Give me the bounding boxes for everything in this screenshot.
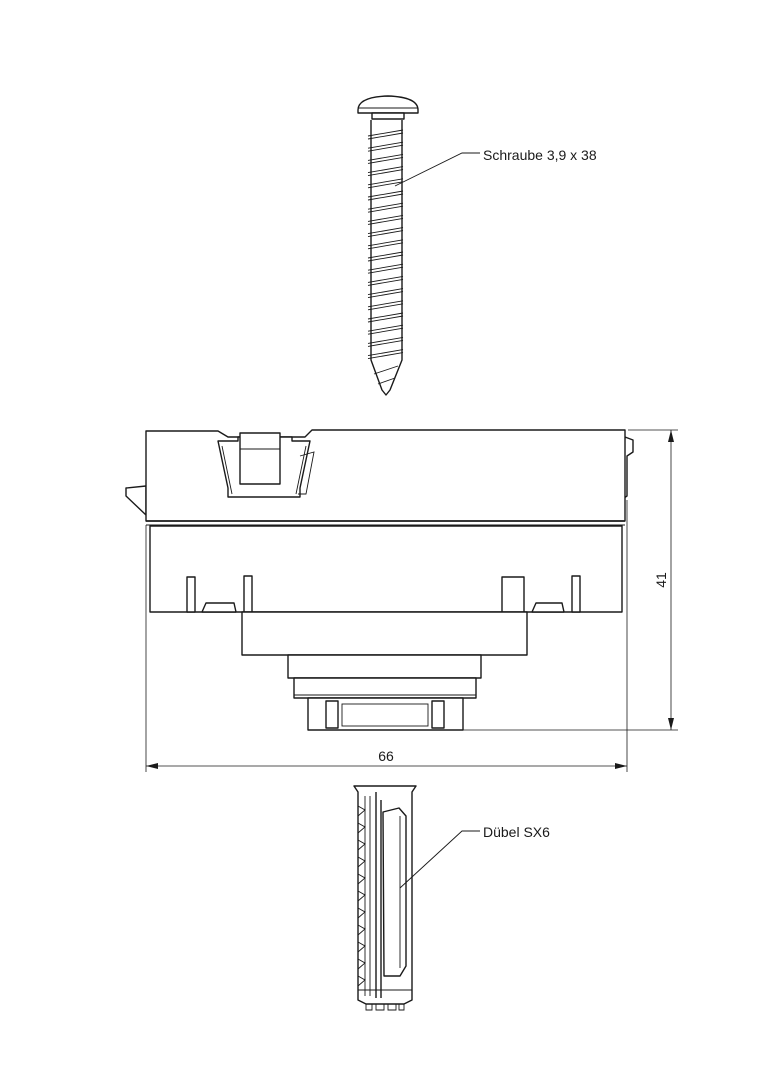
screw-thread — [367, 251, 404, 262]
dowel-rib — [357, 873, 366, 885]
dowel-rib — [357, 941, 366, 953]
screw-thread — [367, 214, 404, 225]
dowel-rib — [357, 856, 366, 868]
screw-thread — [367, 129, 404, 140]
dowel-label-callout: Dübel SX6 — [399, 824, 550, 889]
dowel-rib — [357, 805, 366, 817]
dowel-rib — [357, 822, 366, 834]
screw-thread — [367, 300, 404, 311]
screw-thread — [367, 263, 404, 274]
screw-thread — [367, 288, 404, 299]
dowel-rib — [357, 958, 366, 970]
screw-thread — [367, 153, 404, 164]
screw — [357, 95, 419, 396]
screw-thread — [367, 190, 404, 201]
dimension-height: 41 — [463, 429, 678, 731]
screw-thread — [367, 166, 404, 177]
housing — [125, 429, 634, 731]
dimension-width-label: 66 — [378, 748, 394, 764]
screw-thread — [367, 227, 404, 238]
dowel-rib — [357, 924, 366, 936]
dowel — [353, 785, 417, 1011]
screw-thread — [367, 202, 404, 213]
screw-thread — [367, 349, 404, 360]
dimension-height-label: 41 — [653, 572, 669, 588]
screw-thread — [367, 178, 404, 189]
screw-thread — [367, 141, 404, 152]
dowel-rib — [357, 890, 366, 902]
screw-thread — [367, 324, 404, 335]
screw-thread — [367, 312, 404, 323]
screw-label: Schraube 3,9 x 38 — [483, 147, 597, 163]
screw-thread — [367, 275, 404, 286]
screw-label-callout: Schraube 3,9 x 38 — [394, 147, 597, 187]
dimension-width: 66 — [145, 500, 628, 772]
screw-thread — [367, 239, 404, 250]
screw-thread — [367, 336, 404, 347]
dowel-label: Dübel SX6 — [483, 824, 550, 840]
dowel-rib — [357, 975, 366, 987]
dowel-rib — [357, 839, 366, 851]
dowel-rib — [357, 907, 366, 919]
